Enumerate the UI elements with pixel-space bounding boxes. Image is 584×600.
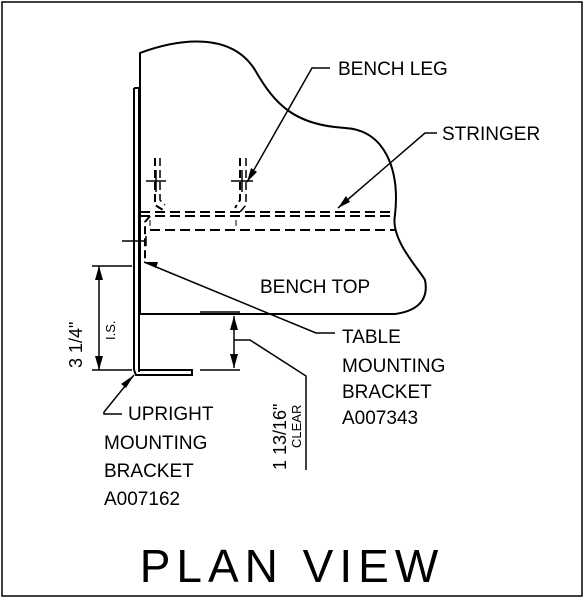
leader-stringer bbox=[337, 132, 437, 209]
dim-left-arrow-bottom bbox=[95, 356, 103, 370]
leader-upright-bracket bbox=[103, 374, 135, 415]
bolt-markers bbox=[122, 170, 253, 252]
bench-leg-left bbox=[154, 158, 164, 211]
dim-right-arrow-top bbox=[230, 316, 238, 330]
label-upright-bracket-4: A007162 bbox=[104, 489, 180, 510]
leader-table-bracket bbox=[143, 261, 335, 334]
bench-outline bbox=[139, 40, 427, 315]
label-upright-bracket-3: BRACKET bbox=[104, 461, 194, 482]
label-table-bracket-4: A007343 bbox=[342, 408, 418, 429]
upright-bracket-foot bbox=[133, 369, 193, 376]
label-table-bracket-1: TABLE bbox=[342, 327, 401, 348]
dim-left-arrow-top bbox=[95, 266, 103, 280]
arrow-upright-bracket bbox=[121, 375, 134, 388]
label-bench-top: BENCH TOP bbox=[260, 277, 370, 298]
label-upright-bracket-2: MOUNTING bbox=[104, 433, 207, 454]
label-bench-leg: BENCH LEG bbox=[338, 59, 448, 80]
bench-leg-left-inner bbox=[159, 158, 166, 206]
arrow-stringer bbox=[338, 196, 350, 208]
bench-leg-right-inner bbox=[239, 158, 247, 213]
dim-right-leader bbox=[234, 339, 307, 470]
bench-leg-right bbox=[234, 158, 241, 209]
arrow-bench-leg bbox=[247, 168, 257, 182]
label-table-bracket-3: BRACKET bbox=[342, 382, 432, 403]
label-table-bracket-2: MOUNTING bbox=[342, 356, 445, 377]
dim-right-text: 1 13/16" bbox=[270, 404, 290, 470]
small-ticks bbox=[149, 220, 237, 226]
table-bracket-dashed bbox=[144, 215, 151, 262]
dim-right-arrow-bottom bbox=[230, 354, 238, 368]
label-stringer: STRINGER bbox=[442, 124, 540, 145]
view-title: PLAN VIEW bbox=[140, 540, 445, 592]
label-upright-bracket-1: UPRIGHT bbox=[128, 404, 214, 425]
dim-right-subtext: CLEAR bbox=[289, 405, 304, 448]
dim-left-subtext: I.S. bbox=[103, 320, 118, 340]
leader-bench-leg bbox=[246, 67, 330, 183]
arrow-table-bracket bbox=[144, 262, 158, 268]
dim-left-text: 3 1/4" bbox=[66, 322, 86, 368]
